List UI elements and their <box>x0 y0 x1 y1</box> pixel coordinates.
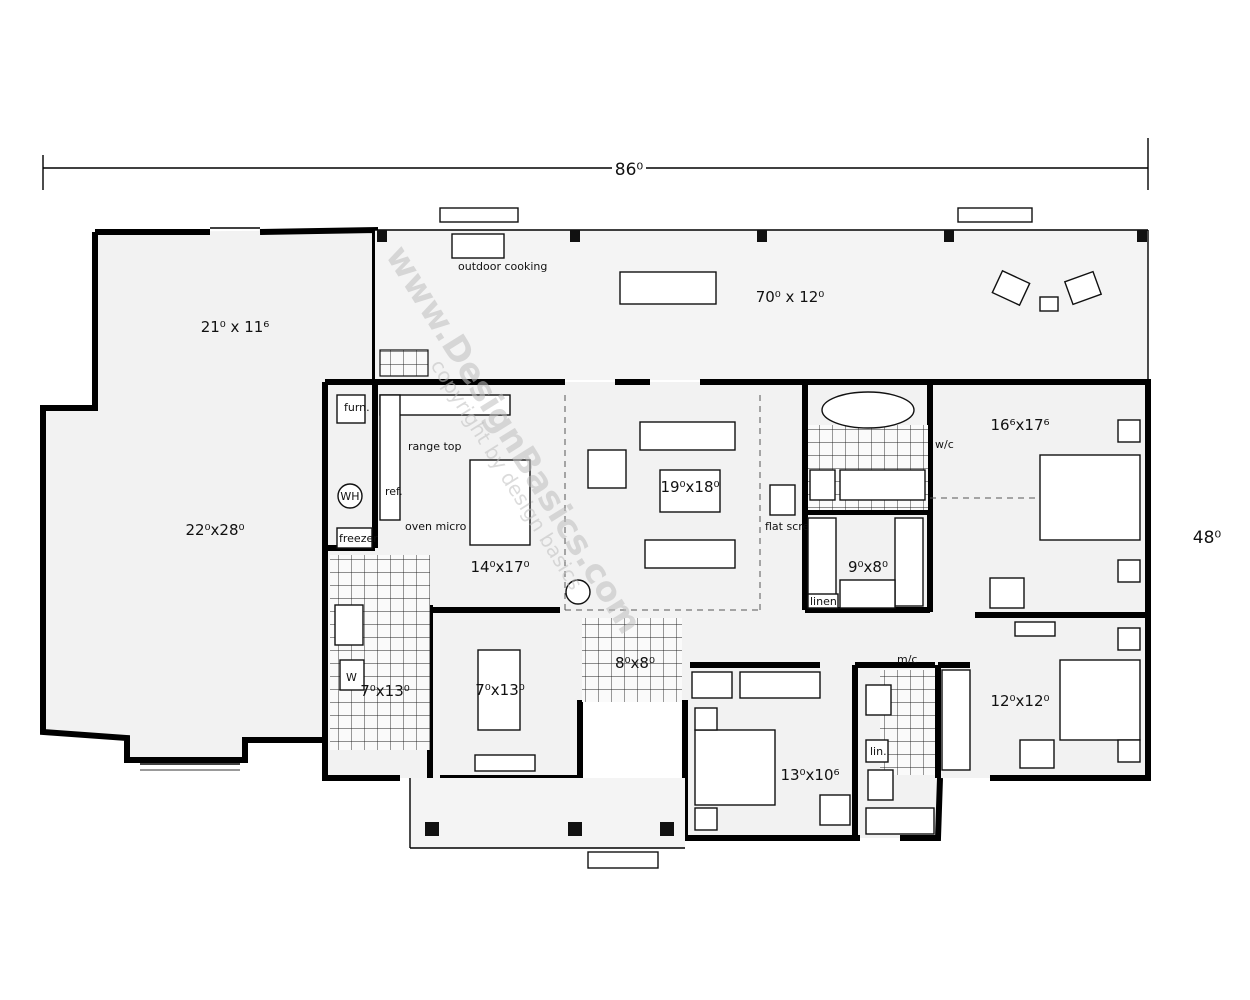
bath-mc-note: m/c <box>897 653 917 666</box>
oven-micro-note: oven micro <box>405 520 467 533</box>
rear-porch: outdoor cooking 70⁰ x 12⁰ <box>375 207 1149 380</box>
overall-depth-label: 48⁰ <box>1193 528 1222 548</box>
front-porch <box>409 778 685 869</box>
hall-bath: m/c lin. <box>865 653 935 835</box>
bedroom-2-dimension: 13⁰x10⁶ <box>780 766 839 784</box>
freezer-note: freezer <box>339 532 378 545</box>
kitchen: furn. WH freezer range top ref. oven mic… <box>336 394 531 576</box>
great-room-dimension: 19⁰x18⁰ <box>660 478 719 496</box>
bedroom-2: 13⁰x10⁶ <box>691 671 851 831</box>
overall-width-dimension: 86⁰ <box>42 138 1149 190</box>
master-suite: w/c 16⁶x17⁶ linen 9⁰x8⁰ <box>807 391 1141 609</box>
master-wc-note: w/c <box>935 438 954 451</box>
garage: 21⁰ x 11⁶ 22⁰x28⁰ <box>40 226 378 771</box>
laundry-dining: W 7⁰x13⁰ 7⁰x13⁰ <box>334 604 536 772</box>
water-heater-note: WH <box>340 490 359 503</box>
master-closet-dimension: 9⁰x8⁰ <box>848 558 888 576</box>
garage-bay-dimension: 21⁰ x 11⁶ <box>201 318 270 336</box>
dining-dimension: 7⁰x13⁰ <box>475 681 525 699</box>
laundry-dimension: 7⁰x13⁰ <box>360 682 410 700</box>
master-linen-note: linen <box>810 595 837 608</box>
fridge-note: ref. <box>385 485 403 498</box>
outdoor-cooking-note: outdoor cooking <box>458 260 547 273</box>
overall-width-label: 86⁰ <box>615 160 644 180</box>
garage-main-dimension: 22⁰x28⁰ <box>185 521 244 539</box>
washer-note: W <box>346 671 357 684</box>
foyer-dimension: 8⁰x8⁰ <box>615 654 655 672</box>
bedroom-3: 12⁰x12⁰ <box>941 621 1141 771</box>
range-top-note: range top <box>408 440 462 453</box>
kitchen-dimension: 14⁰x17⁰ <box>470 558 529 576</box>
hall-linen-note: lin. <box>870 745 887 758</box>
rear-porch-dimension: 70⁰ x 12⁰ <box>756 288 825 306</box>
bedroom-3-dimension: 12⁰x12⁰ <box>990 692 1049 710</box>
furnace-note: furn. <box>344 401 370 414</box>
master-bedroom-dimension: 16⁶x17⁶ <box>990 416 1049 434</box>
